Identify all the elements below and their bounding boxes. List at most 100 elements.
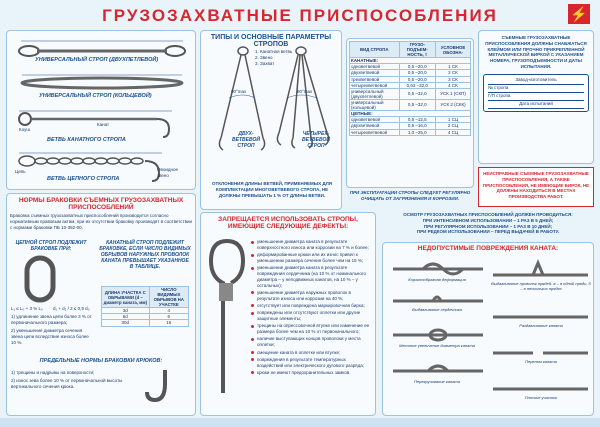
chain-branch-icon: [18, 152, 162, 182]
label-chain-branch: ВЕТВЬ ЦЕПНОГО СТРОПА: [47, 176, 120, 182]
col-header-designation: УСЛОВНОЕ ОБОЗНА-: [434, 41, 472, 58]
tag-text: СЪЕМНЫЕ ГРУЗОЗАХВАТНЫЕ ПРИСПОСОБЛЕНИЯ ДО…: [485, 35, 587, 69]
list-item: смещение каната в оплетке или втулке;: [251, 350, 373, 356]
rejection-panel: НОРМЫ БРАКОВКИ СЪЕМНЫХ ГРУЗОЗАХВАТНЫХ ПР…: [6, 193, 196, 416]
inspection-box: ОСМОТР ГРУЗОЗАХВАТНЫХ ПРИСПОСОБЛЕНИЙ ДОЛ…: [382, 212, 594, 240]
chain-reject-item-1: 1) удлинение звена цепи более 3 % от пер…: [11, 314, 92, 325]
label-universal-loop: УНИВЕРСАЛЬНЫЙ СТРОП (ДВУХПЕТЛЕВОЙ): [35, 57, 159, 63]
angle-label-1: 90°max: [231, 89, 247, 94]
inspection-text-1: ОСМОТР ГРУЗОЗАХВАТНЫХ ПРИСПОСОБЛЕНИЙ ДОЛ…: [403, 212, 573, 217]
footer-bar: [0, 418, 600, 427]
types-legend: 1. Канатная ветвь 2. Звено 3. Захват: [255, 49, 292, 66]
label-ovoid: Овоидное звено: [157, 167, 178, 178]
angle-label-2: 90°max: [297, 89, 313, 94]
list-item: трещины на опрессовочной втулке или изме…: [251, 323, 373, 335]
damage-caption-8: Плоские участки: [524, 395, 558, 400]
formula-2: d₁ + d₂ / 2 ≤ 0,9 d₀: [53, 306, 90, 311]
damage-caption-3: Выдавливание сердечника: [412, 307, 462, 312]
sling-table-note: ПРИ ЭКСПЛУАТАЦИИ СТРОПЫ СЛЕДУЕТ РЕГУЛЯРН…: [349, 190, 471, 201]
label-universal-ring: УНИВЕРСАЛЬНЫЙ СТРОП (КОЛЬЦЕВОЙ): [39, 93, 152, 99]
types-panel: ТИПЫ И ОСНОВНЫЕ ПАРАМЕТРЫ СТРОПОВ 1. Кан…: [200, 30, 342, 210]
four-branch-label: ЧЕТЫРЕХ-ВЕТВЕВОЙ СТРОП: [302, 131, 330, 149]
rope-reject-table-wrap: ДЛИНА УЧАСТКА С ОБРЫВАМИ (d – диаметр ка…: [101, 286, 190, 327]
forbidden-panel: ЗАПРЕЩАЕТСЯ ИСПОЛЬЗОВАТЬ СТРОПЫ, ИМЕЮЩИЕ…: [200, 212, 376, 416]
chain-reject-item-2: 2) уменьшение диаметра сечения звена цеп…: [11, 328, 89, 345]
list-item: деформированные крюки или их износ приве…: [251, 252, 373, 264]
forbidden-header: ЗАПРЕЩАЕТСЯ ИСПОЛЬЗОВАТЬ СТРОПЫ, ИМЕЮЩИЕ…: [218, 216, 358, 230]
tag-field-number: № стропа: [488, 85, 584, 93]
label-kanat: Канат: [97, 122, 110, 127]
hook-reject-item-1: 1) трещины и надрывы на поверхности;: [11, 370, 95, 375]
tag-field-maker: Завод-изготовитель: [488, 77, 584, 85]
damage-caption-1: Корзинообразная деформация: [408, 277, 466, 282]
list-item: крюки не имеют предохранительных замков.: [251, 370, 373, 376]
list-item: отсутствует или повреждена маркировочная…: [251, 303, 373, 309]
tag-field-date: Дата испытаний: [488, 101, 584, 109]
chain-reject-title: ЦЕПНОЙ СТРОП ПОДЛЕЖИТ БРАКОВКЕ ПРИ:: [15, 240, 87, 252]
warning-box: НЕИСПРАВНЫЕ СЪЕМНЫЕ ГРУЗОЗАХВАТНЫЕ ПРИСП…: [478, 167, 594, 207]
inspection-text-3: ПРИ РЕГУЛЯРНОМ ИСПОЛЬЗОВАНИИ – 1 РАЗ В 1…: [423, 223, 553, 229]
label-rope-branch: ВЕТВЬ КАНАТНОГО СТРОПА: [47, 137, 126, 143]
chain-link-icon: [24, 255, 56, 303]
damage-caption-7: Перекручивание каната: [414, 379, 460, 384]
rope-reject-table: ДЛИНА УЧАСТКА С ОБРЫВАМИ (d – диаметр ка…: [101, 286, 190, 327]
sling-table: ВИД СТРОПА ГРУЗО-ПОДЪЕМ-НОСТЬ, т УСЛОВНО…: [349, 41, 472, 136]
formula-1: L₁ ≤ L₀ + 3 % L₀: [11, 306, 43, 311]
hook-icon: [145, 370, 167, 403]
label-koush: Коуш: [19, 127, 30, 132]
col-header-type: ВИД СТРОПА: [349, 41, 400, 58]
list-item: наличие выступающих концов проволоки у м…: [251, 336, 373, 348]
two-branch-label: ДВУХ-ВЕТВЕВОЙ СТРОП: [232, 131, 260, 149]
legend-item-2: 2. Звено: [255, 54, 273, 60]
rope-branch-icon: [18, 110, 172, 138]
legend-item-1: 1. Канатная ветвь: [255, 49, 293, 54]
list-item: уменьшение диаметра наружных проволок в …: [251, 290, 373, 302]
inspection-text-4: ПРИ РЕДКОМ ИСПОЛЬЗОВАНИИ – ПЕРЕД ВЫДАЧЕЙ…: [416, 229, 560, 235]
col-header-length: ДЛИНА УЧАСТКА С ОБРЫВАМИ (d – диаметр ка…: [101, 286, 150, 308]
slings-illustration: [18, 40, 186, 182]
rejection-intro: Браковка съемных грузозахватных приспосо…: [10, 213, 193, 230]
sling-table-panel: ВИД СТРОПА ГРУЗО-ПОДЪЕМ-НОСТЬ, т УСЛОВНО…: [346, 38, 474, 188]
damage-caption-5: Местное увеличение диаметра каната: [399, 343, 475, 348]
damage-panel: НЕДОПУСТИМЫЕ ПОВРЕЖДЕНИЯ КАНАТА: Корзино…: [382, 242, 594, 416]
damage-caption-2: Выдавливание проволок прядей: а – в одно…: [491, 281, 591, 291]
hook-reject-item-2: 2) износ зева более 10 % от первоначальн…: [11, 378, 123, 389]
slings-panel: УНИВЕРСАЛЬНЫЙ СТРОП (ДВУХПЕТЛЕВОЙ) УНИВЕ…: [6, 30, 196, 190]
col-header-capacity: ГРУЗО-ПОДЪЕМ-НОСТЬ, т: [398, 41, 436, 58]
damage-header: НЕДОПУСТИМЫЕ ПОВРЕЖДЕНИЯ КАНАТА:: [417, 245, 559, 252]
universal-ring-sling-icon: [20, 74, 184, 90]
universal-loop-sling-icon: [18, 40, 186, 57]
forbidden-list: уменьшение диаметра каната в результате …: [251, 239, 373, 377]
rejection-header: НОРМЫ БРАКОВКИ СЪЕМНЫХ ГРУЗОЗАХВАТНЫХ ПР…: [18, 197, 184, 211]
multi-branch-slings-icon: [218, 46, 330, 151]
label-tsep: Цепь: [15, 169, 26, 174]
list-item: уменьшение диаметра каната в результате …: [251, 265, 373, 288]
inspection-text-2: ПРИ ИНТЕНСИВНОМ ИСПОЛЬЗОВАНИИ – 1 РАЗ В …: [422, 217, 554, 223]
hook-reject-title: ПРЕДЕЛЬНЫЕ НОРМЫ БРАКОВКИ КРЮКОВ:: [39, 358, 163, 364]
warning-text: НЕИСПРАВНЫЕ СЪЕМНЫЕ ГРУЗОЗАХВАТНЫЕ ПРИСП…: [482, 171, 590, 200]
list-item: повреждения в результате температурных в…: [251, 357, 373, 369]
legend-item-3: 3. Захват: [255, 60, 275, 66]
logo-icon: ⚡: [568, 4, 590, 24]
rope-damage-illustrations: [393, 259, 588, 391]
damage-caption-6: Перелом каната: [525, 359, 557, 364]
page-title: ГРУЗОЗАХВАТНЫЕ ПРИСПОСОБЛЕНИЯ: [102, 6, 498, 25]
rope-reject-title: КАНАТНЫЙ СТРОП ПОДЛЕЖИТ БРАКОВКЕ, ЕСЛИ Ч…: [99, 240, 191, 270]
tag-panel: СЪЕМНЫЕ ГРУЗОЗАХВАТНЫЕ ПРИСПОСОБЛЕНИЯ ДО…: [478, 30, 594, 164]
list-item: уменьшение диаметра каната в результате …: [251, 239, 373, 251]
tag-field-capacity: Г/П стропа: [488, 93, 584, 101]
types-note: ОТКЛОНЕНИЯ ДЛИНЫ ВЕТВЕЙ, ПРИМЕНЯЕМЫХ ДЛЯ…: [211, 181, 333, 198]
rope-eye-icon: [208, 239, 246, 393]
damage-caption-4: Раздавливание каната: [519, 323, 563, 328]
list-item: повреждены или отсутствуют оплетки или д…: [251, 310, 373, 322]
